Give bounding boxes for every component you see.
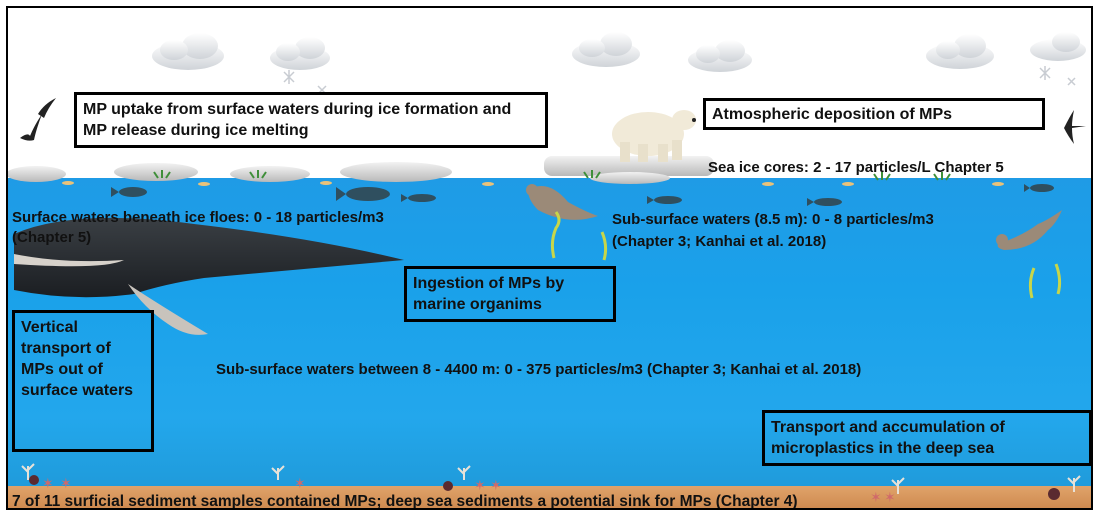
fish-icon [111,187,147,197]
cloud-icon [926,34,994,69]
ice-floe-icon [8,156,714,184]
seal-icon [526,184,598,220]
atmospheric-box: Atmospheric deposition of MPs [703,98,1045,130]
ice-floe-icon [62,181,1004,186]
bird-icon [20,98,56,141]
svg-text:✶: ✶ [870,489,882,505]
deep-sea-box: Transport and accumulation of microplast… [762,410,1091,466]
subsurface-deep-label: Sub-surface waters between 8 - 4400 m: 0… [216,361,862,378]
cloud-icon [270,37,330,70]
svg-text:✶: ✶ [294,475,306,491]
sea-urchin-icon [29,475,1060,500]
svg-text:✶: ✶ [884,489,896,505]
fish-icon [401,194,436,202]
bird-icon [1064,110,1086,144]
fish-icon [336,187,390,201]
snowflake-icon [283,66,1076,95]
seaweed-icon [550,211,1062,299]
starfish-icon: ✶✶ ✶ ✶✶ ✶✶ [42,475,896,505]
whale-icon [14,217,404,335]
seal-icon [996,210,1062,250]
deep-sea-text: Transport and accumulation of microplast… [771,419,1005,457]
sediment-label: 7 of 11 surficial sediment samples conta… [12,493,798,510]
seabed [8,486,1091,508]
subsurface-85m-ref: (Chapter 3; Kanhai et al. 2018) [612,233,827,250]
cloud-icon [1030,32,1086,61]
svg-text:✶: ✶ [42,475,54,491]
vertical-transport-text: Vertical transport of MPs out of surface… [21,319,134,399]
fish-icon [807,198,842,206]
seaweed-icon [153,170,951,181]
fish-icon [647,196,682,204]
fish-icon [1024,184,1054,192]
ingestion-text: Ingestion of MPs by marine organims [413,275,565,313]
surface-beneath-ice-ref: (Chapter 5) [12,229,92,246]
svg-text:✶: ✶ [60,475,72,491]
ice-uptake-box: MP uptake from surface waters during ice… [74,92,548,148]
illustration-layer: ✶✶ ✶ ✶✶ ✶✶ [8,32,1086,505]
vertical-transport-box: Vertical transport of MPs out of surface… [12,310,154,452]
ice-uptake-text: MP uptake from surface waters during ice… [83,101,512,139]
polar-bear-icon [612,110,696,162]
svg-text:✶: ✶ [474,477,486,493]
cloud-icon [572,32,640,67]
cloud-icon [152,33,224,70]
ingestion-box: Ingestion of MPs by marine organims [404,266,616,322]
sea-ice-cores-label: Sea ice cores: 2 - 17 particles/L Chapte… [708,159,1004,176]
svg-text:✶: ✶ [490,477,502,493]
diagram-frame: ✶✶ ✶ ✶✶ ✶✶ MP uptake from surface waters… [6,6,1093,510]
cloud-icon [688,40,752,72]
atmospheric-text: Atmospheric deposition of MPs [712,106,953,123]
coral-icon [21,463,1081,494]
surface-beneath-ice-label: Surface waters beneath ice floes: 0 - 18… [12,209,384,226]
subsurface-85m-label: Sub-surface waters (8.5 m): 0 - 8 partic… [612,211,934,228]
